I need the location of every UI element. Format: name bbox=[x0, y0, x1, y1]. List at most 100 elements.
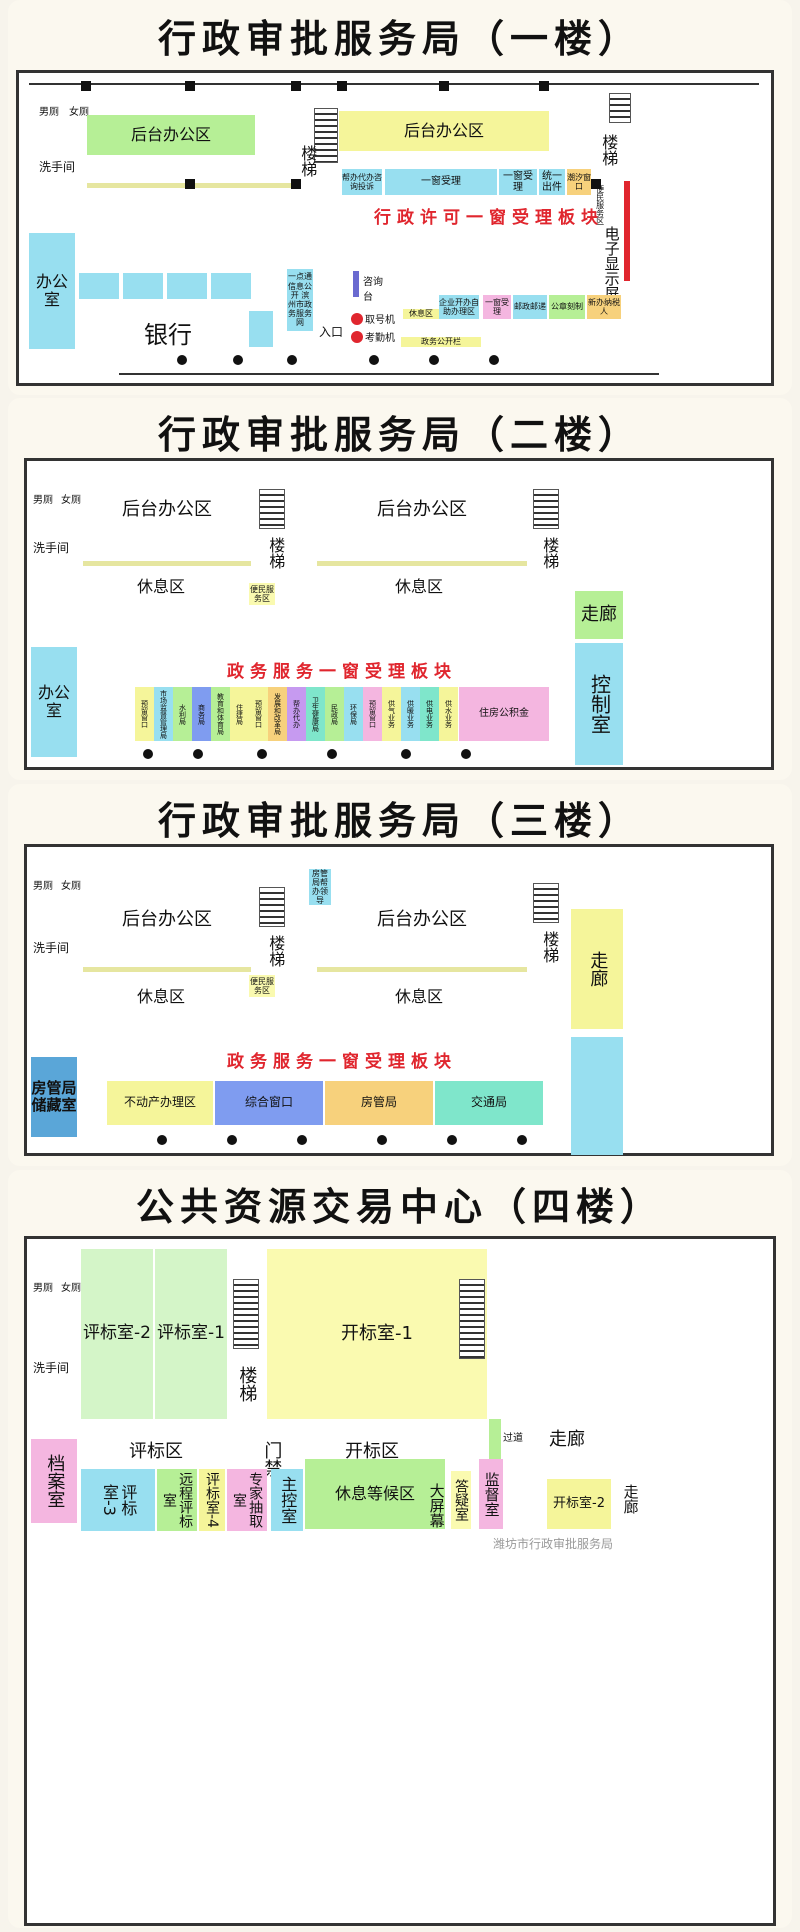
convenience-area: 便民服务区 bbox=[595, 185, 605, 225]
passage-label: 过道 bbox=[503, 1433, 523, 1445]
mens-wc-label: 男厕 bbox=[33, 495, 53, 506]
pillar bbox=[257, 749, 267, 759]
stairs-graphic bbox=[233, 1279, 259, 1349]
floor3-plan: 男厕 女厕 洗手间 后台办公区 后台办公区 房管局帮办领导 楼梯 楼梯 休息区 … bbox=[24, 844, 774, 1156]
bid-open-room-2: 开标室-2 bbox=[547, 1479, 611, 1529]
pillar bbox=[297, 1135, 307, 1145]
column bbox=[185, 81, 195, 91]
corridor-room: 走廊 bbox=[571, 909, 623, 1029]
access-gate: 门禁 bbox=[261, 1441, 283, 1477]
womens-wc-label: 女厕 bbox=[69, 107, 89, 118]
supervision-room: 监督室 bbox=[479, 1459, 503, 1529]
f2-window-4: 商务局 bbox=[192, 687, 211, 741]
rest-right-label: 休息区 bbox=[395, 987, 444, 1006]
f2-window-13: 预留窗口 bbox=[363, 687, 382, 741]
divider-bar bbox=[83, 967, 251, 972]
chaosha-window: 潮汐窗口 bbox=[567, 169, 591, 195]
window-accept-1: 一窗受理 bbox=[385, 169, 497, 195]
womens-wc-label: 女厕 bbox=[61, 495, 81, 506]
remote-eval-room: 远程评标室 bbox=[157, 1469, 197, 1531]
stairs-right-graphic bbox=[609, 93, 631, 123]
eval-room-1: 评标室-1 bbox=[155, 1249, 227, 1419]
back-office-right: 后台办公区 bbox=[339, 111, 549, 151]
rest-area-f1: 休息区 bbox=[403, 309, 439, 319]
f2-window-16: 供电业务 bbox=[420, 687, 439, 741]
f2-window-15: 供暖业务 bbox=[401, 687, 420, 741]
corridor-label: 走廊 bbox=[549, 1428, 585, 1450]
electronic-screen-strip bbox=[624, 181, 630, 281]
pillar bbox=[369, 355, 379, 365]
bank-counter-2 bbox=[123, 273, 163, 299]
rest-left-label: 休息区 bbox=[137, 987, 186, 1006]
washroom-label: 洗手间 bbox=[33, 541, 70, 555]
convenience-area: 便民服务区 bbox=[249, 583, 275, 605]
floor3-title: 行政审批服务局（三楼） bbox=[157, 799, 642, 843]
column bbox=[337, 81, 347, 91]
f2-window-14: 供气业务 bbox=[382, 687, 401, 741]
f2-window-7: 预留窗口 bbox=[249, 687, 268, 741]
stairs-label: 楼梯 bbox=[236, 1366, 258, 1402]
convenience-area: 便民服务区 bbox=[249, 975, 275, 997]
back-office-right: 后台办公区 bbox=[377, 908, 467, 930]
enterprise-selfservice: 企业开办自助办理区 bbox=[439, 295, 479, 319]
pillar bbox=[461, 749, 471, 759]
washroom-label: 洗手间 bbox=[39, 160, 76, 174]
storage-room: 房管局储藏室 bbox=[31, 1057, 77, 1137]
pillar bbox=[517, 1135, 527, 1145]
entrance-label: 入口 bbox=[319, 325, 344, 339]
pillar bbox=[377, 1135, 387, 1145]
bank-counter-4 bbox=[211, 273, 251, 299]
mens-wc-label: 男厕 bbox=[33, 1283, 53, 1294]
floor1-title: 行政审批服务局（一楼） bbox=[157, 17, 642, 61]
mens-wc-label: 男厕 bbox=[39, 107, 59, 118]
eval-room-4: 评标室-4 bbox=[199, 1469, 225, 1531]
bid-area: 开标区 bbox=[345, 1440, 399, 1462]
f2-window-5: 教育和体育局 bbox=[211, 687, 230, 741]
pillar bbox=[287, 355, 297, 365]
general-window: 综合窗口 bbox=[215, 1081, 323, 1125]
column bbox=[591, 179, 601, 189]
stairs-left-label: 楼梯 bbox=[266, 537, 286, 569]
column bbox=[539, 81, 549, 91]
consult-label: 咨询台 bbox=[363, 277, 383, 303]
stairs-right-graphic bbox=[533, 883, 559, 923]
realestate-window: 不动产办理区 bbox=[107, 1081, 213, 1125]
housing-window: 房管局 bbox=[325, 1081, 433, 1125]
attendance-label: 考勤机 bbox=[365, 333, 395, 344]
f2-window-9: 帮办代办 bbox=[287, 687, 306, 741]
f2-window-17: 供水业务 bbox=[439, 687, 458, 741]
divider-bar bbox=[317, 561, 527, 566]
pillar bbox=[489, 355, 499, 365]
stairs-right-graphic bbox=[459, 1279, 485, 1359]
info-public-board: 一点通 信息公开 滨州市政务服务网 bbox=[287, 269, 313, 331]
pillar bbox=[327, 749, 337, 759]
eval-room-2: 评标室-2 bbox=[81, 1249, 153, 1419]
floor4-title: 公共资源交易中心（四楼） bbox=[135, 1185, 664, 1229]
big-screen: 大屏幕 bbox=[427, 1482, 446, 1528]
f2-window-3: 水利局 bbox=[173, 687, 192, 741]
rest-left-label: 休息区 bbox=[137, 577, 186, 596]
pillar bbox=[193, 749, 203, 759]
washroom-label: 洗手间 bbox=[33, 1361, 70, 1375]
office-room: 办公室 bbox=[29, 233, 75, 349]
f2-window-6: 住建局 bbox=[230, 687, 249, 741]
bank-counter-3 bbox=[167, 273, 207, 299]
floor2-title: 行政审批服务局（二楼） bbox=[157, 413, 642, 457]
consult-desk bbox=[353, 271, 359, 297]
attendance-dot bbox=[351, 331, 363, 343]
corridor-green-strip bbox=[489, 1419, 501, 1469]
corridor-right: 走廊 bbox=[621, 1484, 640, 1514]
stairs-left-graphic bbox=[259, 489, 285, 529]
ticket-label: 取号机 bbox=[365, 315, 395, 326]
corridor-room: 走廊 bbox=[575, 591, 623, 639]
f3-board-title: 政务服务一窗受理板块 bbox=[227, 1052, 457, 1072]
pillar bbox=[401, 749, 411, 759]
pillar bbox=[177, 355, 187, 365]
window-accept-2: 一窗受理 bbox=[499, 169, 537, 195]
pillar bbox=[429, 355, 439, 365]
back-office-left: 后台办公区 bbox=[122, 908, 212, 930]
back-office-left: 后台办公区 bbox=[87, 115, 255, 155]
stairs-right-label: 楼梯 bbox=[540, 931, 560, 963]
stairs-left-graphic bbox=[259, 887, 285, 927]
housing-fund-window: 住房公积金 bbox=[459, 687, 549, 741]
